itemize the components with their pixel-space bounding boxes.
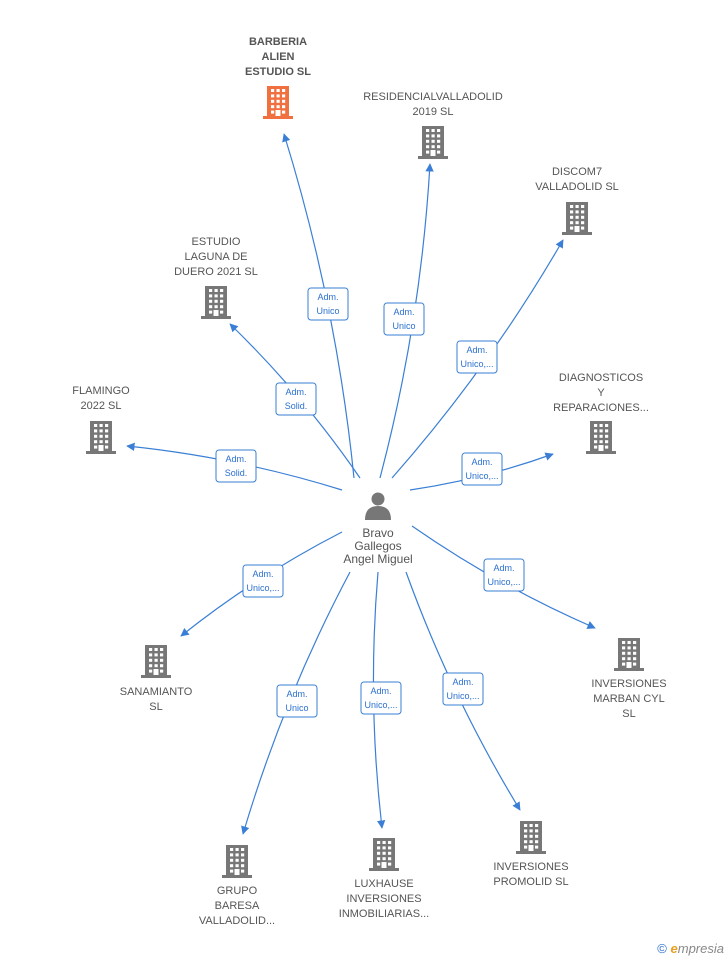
- building-icon[interactable]: [418, 126, 448, 159]
- person-name-label[interactable]: Bravo: [362, 526, 394, 540]
- edge-label-line: Unico,...: [364, 700, 397, 710]
- company-label-diagnosticos[interactable]: Y: [597, 387, 605, 399]
- edge-label-line: Adm.: [370, 686, 391, 696]
- edge-label-line: Adm.: [471, 457, 492, 467]
- company-label-residencial[interactable]: RESIDENCIALVALLADOLID: [363, 91, 503, 103]
- brand-footer: © empresia: [657, 941, 724, 956]
- company-label-luxhause[interactable]: INVERSIONES: [346, 893, 421, 905]
- company-label-barberia[interactable]: ALIEN: [262, 51, 295, 63]
- company-label-inversiones-marban[interactable]: INVERSIONES: [591, 678, 666, 690]
- building-icon[interactable]: [586, 421, 616, 454]
- edge-label-line: Adm.: [493, 563, 514, 573]
- company-label-flamingo[interactable]: 2022 SL: [81, 400, 122, 412]
- edge-label-inversiones-promolid[interactable]: Adm. Unico,...: [442, 672, 484, 706]
- person-icon[interactable]: [365, 492, 391, 521]
- edge-label-barberia[interactable]: Adm. Unico: [307, 287, 349, 321]
- copyright-icon: ©: [657, 941, 667, 956]
- company-label-estudio-laguna[interactable]: DUERO 2021 SL: [174, 266, 258, 278]
- edge-label-line: Solid.: [285, 401, 308, 411]
- company-label-flamingo[interactable]: FLAMINGO: [72, 385, 130, 397]
- edge-label-box: [483, 558, 525, 592]
- edge-label-line: Adm.: [393, 307, 414, 317]
- edge-label-box: [307, 287, 349, 321]
- person-name-label[interactable]: Gallegos: [354, 539, 401, 553]
- edge-label-box: [215, 449, 257, 483]
- building-icon[interactable]: [562, 202, 592, 235]
- edge-label-line: Unico: [392, 321, 415, 331]
- edge-label-line: Adm.: [285, 387, 306, 397]
- company-label-residencial[interactable]: 2019 SL: [413, 106, 454, 118]
- edge-label-line: Adm.: [225, 454, 246, 464]
- building-icon[interactable]: [263, 86, 293, 119]
- company-label-discom7[interactable]: DISCOM7: [552, 166, 602, 178]
- company-label-diagnosticos[interactable]: REPARACIONES...: [553, 402, 649, 414]
- person-name-label[interactable]: Angel Miguel: [343, 552, 412, 566]
- edge-label-line: Adm.: [286, 689, 307, 699]
- building-icon[interactable]: [516, 821, 546, 854]
- edge-label-box: [383, 302, 425, 336]
- edge-label-line: Solid.: [225, 468, 248, 478]
- edge-label-line: Unico,...: [460, 359, 493, 369]
- edge-label-box: [276, 684, 318, 718]
- building-icon[interactable]: [141, 645, 171, 678]
- edge-label-flamingo[interactable]: Adm. Solid.: [215, 449, 257, 483]
- company-label-estudio-laguna[interactable]: LAGUNA DE: [185, 251, 248, 263]
- brand-logo-text: mpresia: [677, 941, 724, 956]
- edge-label-box: [456, 340, 498, 374]
- edge-label-sanamianto[interactable]: Adm. Unico,...: [242, 564, 284, 598]
- company-label-luxhause[interactable]: LUXHAUSE: [354, 878, 413, 890]
- company-label-inversiones-marban[interactable]: MARBAN CYL: [593, 693, 665, 705]
- edge-label-line: Adm.: [252, 569, 273, 579]
- edge-label-box: [461, 452, 503, 486]
- building-icon[interactable]: [222, 845, 252, 878]
- edge-label-residencial[interactable]: Adm. Unico: [383, 302, 425, 336]
- company-label-sanamianto[interactable]: SANAMIANTO: [120, 686, 193, 698]
- edge-label-line: Adm.: [452, 677, 473, 687]
- company-label-inversiones-promolid[interactable]: PROMOLID SL: [493, 876, 568, 888]
- edge-label-box: [242, 564, 284, 598]
- company-label-sanamianto[interactable]: SL: [149, 701, 162, 713]
- edge-label-luxhause[interactable]: Adm. Unico,...: [360, 681, 402, 715]
- edge-label-diagnosticos[interactable]: Adm. Unico,...: [461, 452, 503, 486]
- edge-label-line: Unico: [316, 306, 339, 316]
- company-label-discom7[interactable]: VALLADOLID SL: [535, 181, 619, 193]
- edge-label-line: Unico,...: [465, 471, 498, 481]
- company-label-barberia[interactable]: BARBERIA: [249, 36, 307, 48]
- building-icon[interactable]: [614, 638, 644, 671]
- edge-label-line: Unico,...: [446, 691, 479, 701]
- building-icon[interactable]: [369, 838, 399, 871]
- brand-logo-e: e: [670, 941, 678, 956]
- edge-label-line: Adm.: [317, 292, 338, 302]
- edge-label-line: Unico: [285, 703, 308, 713]
- building-icon[interactable]: [86, 421, 116, 454]
- edge-label-box: [275, 382, 317, 416]
- edge-label-discom7[interactable]: Adm. Unico,...: [456, 340, 498, 374]
- company-label-luxhause[interactable]: INMOBILIARIAS...: [339, 908, 429, 920]
- edge-label-grupo-baresa[interactable]: Adm. Unico: [276, 684, 318, 718]
- edge-label-box: [442, 672, 484, 706]
- edge-label-line: Adm.: [466, 345, 487, 355]
- company-label-inversiones-marban[interactable]: SL: [622, 708, 635, 720]
- edge-label-line: Unico,...: [246, 583, 279, 593]
- building-icon[interactable]: [201, 286, 231, 319]
- company-label-estudio-laguna[interactable]: ESTUDIO: [192, 236, 241, 248]
- edge-label-line: Unico,...: [487, 577, 520, 587]
- edge-label-box: [360, 681, 402, 715]
- company-label-grupo-baresa[interactable]: GRUPO: [217, 885, 258, 897]
- company-label-diagnosticos[interactable]: DIAGNOSTICOS: [559, 372, 643, 384]
- company-label-grupo-baresa[interactable]: VALLADOLID...: [199, 915, 275, 927]
- company-label-barberia[interactable]: ESTUDIO SL: [245, 66, 311, 78]
- company-label-inversiones-promolid[interactable]: INVERSIONES: [493, 861, 568, 873]
- edge-label-inversiones-marban[interactable]: Adm. Unico,...: [483, 558, 525, 592]
- company-label-grupo-baresa[interactable]: BARESA: [215, 900, 260, 912]
- edge-label-estudio-laguna[interactable]: Adm. Solid.: [275, 382, 317, 416]
